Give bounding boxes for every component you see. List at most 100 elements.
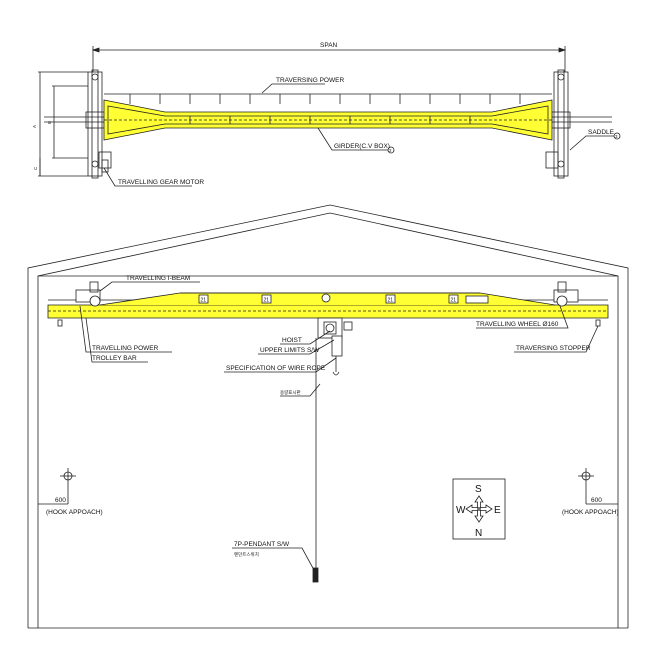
nameplate-leader bbox=[280, 383, 321, 397]
compass-arrows bbox=[465, 495, 493, 523]
girder-mark-box-4 bbox=[448, 294, 459, 304]
left-end-bracket bbox=[89, 281, 99, 293]
girder-box-inner bbox=[107, 105, 549, 135]
compass: S N W E bbox=[452, 478, 506, 540]
saddle-ref-number: 3 bbox=[615, 134, 618, 139]
trolley-bar-leader bbox=[85, 317, 148, 363]
travelling-power-label: TRAVELLING POWER bbox=[92, 345, 159, 352]
right-saddle bbox=[553, 71, 569, 177]
trolley-bar-label: TROLLEY BAR bbox=[92, 355, 137, 362]
pendant-label: 7P-PENDANT S/W bbox=[234, 541, 290, 548]
dim-b-label: B bbox=[47, 121, 52, 124]
compass-arrow-up bbox=[474, 495, 484, 509]
hook-right-value: 600 bbox=[591, 497, 602, 504]
girder-stiffeners bbox=[189, 116, 471, 124]
left-travel-wheel bbox=[89, 295, 101, 307]
hook-left-value: 600 bbox=[55, 497, 66, 504]
left-saddle-block bbox=[85, 111, 105, 129]
compass-north: N bbox=[475, 528, 482, 539]
girder-box bbox=[103, 99, 553, 141]
top-view bbox=[38, 46, 621, 187]
span-arrows bbox=[91, 47, 567, 53]
wheel-leader bbox=[476, 305, 569, 329]
left-wheel-top bbox=[91, 73, 99, 81]
pendant-switch bbox=[312, 567, 319, 583]
girder-nameplate bbox=[465, 295, 489, 304]
hoist-body bbox=[317, 317, 343, 339]
girder-leader bbox=[317, 127, 388, 151]
dim-a-label: A bbox=[32, 125, 37, 128]
right-wheel-top bbox=[557, 73, 565, 81]
left-wheel-bottom bbox=[91, 160, 99, 168]
compass-arrow-left bbox=[465, 504, 479, 514]
hoist-drum bbox=[323, 321, 337, 335]
hoist-drum-circle bbox=[325, 323, 335, 333]
traversing-power-leader bbox=[261, 83, 325, 94]
compass-west: W bbox=[456, 505, 466, 516]
hook-left-label: (HOOK APPOACH) bbox=[46, 509, 103, 516]
girder-mark-box-1 bbox=[198, 294, 209, 304]
capacity-plate-note: 용량표시판 bbox=[280, 389, 301, 395]
right-travel-wheel bbox=[556, 295, 568, 307]
girder-ref-number: 2 bbox=[389, 148, 392, 153]
left-stopper bbox=[57, 319, 63, 327]
compass-arrow-right bbox=[479, 504, 493, 514]
compass-arrow-down bbox=[474, 509, 484, 523]
right-stopper bbox=[595, 319, 601, 327]
travelling-ibeam-label: TRAVELLING I-BEAM bbox=[126, 275, 190, 282]
girder-ref-circle bbox=[387, 146, 395, 154]
girder-mark-1: 21 bbox=[201, 298, 207, 304]
ibeam-leader bbox=[99, 281, 200, 292]
hoist-control-box bbox=[343, 321, 353, 331]
right-gear-motor bbox=[545, 151, 559, 169]
girder-label: GIRDER(C.V BOX) bbox=[334, 143, 390, 150]
pendant-leader bbox=[232, 547, 315, 571]
building-inner-outline bbox=[37, 212, 619, 628]
saddle-leader bbox=[569, 135, 614, 151]
traversing-power-label: TRAVERSING POWER bbox=[276, 77, 344, 84]
left-gear-motor bbox=[98, 151, 112, 169]
upper-limits-label: UPPER LIMITS S/W bbox=[260, 347, 320, 354]
gear-motor-leader bbox=[103, 167, 192, 187]
right-saddle-block bbox=[551, 111, 571, 129]
saddle-label: SADDLE bbox=[588, 129, 615, 136]
right-saddle-inner bbox=[557, 69, 565, 179]
hoist-leader bbox=[280, 330, 331, 345]
right-wheel-bottom bbox=[557, 160, 565, 168]
front-view bbox=[27, 204, 629, 629]
compass-frame bbox=[452, 478, 506, 540]
stopper-leader bbox=[514, 325, 599, 353]
saddle-ref-circle bbox=[613, 132, 621, 140]
girder-mark-box-3 bbox=[385, 294, 396, 304]
travelling-power-leader bbox=[79, 305, 172, 353]
girder-mark-4: 21 bbox=[451, 298, 457, 304]
power-rail-posts bbox=[129, 94, 521, 104]
compass-east: E bbox=[494, 505, 501, 516]
dim-c-label: C bbox=[33, 166, 38, 170]
girder-center-mark bbox=[321, 293, 331, 303]
hoist-motor bbox=[331, 335, 343, 357]
building-outline bbox=[27, 204, 629, 628]
left-saddle-inner bbox=[91, 69, 99, 179]
left-saddle bbox=[87, 71, 103, 177]
hook bbox=[332, 371, 340, 376]
wire-rope-spec-label: SPECIFICATION OF WIRE ROPE bbox=[226, 365, 326, 372]
hook-right-label: (HOOK APPOACH) bbox=[562, 509, 619, 516]
wire-rope-leader bbox=[224, 357, 337, 373]
front-girder bbox=[47, 304, 609, 319]
top-view-labels: SPAN TRAVERSING POWER GIRDER(C.V BOX) 2 … bbox=[32, 42, 618, 186]
upper-limits-leader bbox=[258, 339, 335, 355]
left-gear-motor-body bbox=[101, 159, 109, 173]
traversing-stopper-label: TRAVERSING STOPPER bbox=[516, 345, 591, 352]
travelling-wheel-label: TRAVELLING WHEEL Ø160 bbox=[476, 321, 559, 328]
girder-mark-2: 21 bbox=[264, 298, 270, 304]
travelling-gear-motor-label: TRAVELLING GEAR MOTOR bbox=[118, 179, 204, 186]
girder-mark-3: 21 bbox=[388, 298, 394, 304]
compass-south: S bbox=[475, 484, 482, 495]
pendant-note: 펜던트스위치 bbox=[234, 551, 259, 558]
right-end-bracket bbox=[557, 281, 567, 293]
front-view-labels: TRAVELLING I-BEAM TRAVELLING POWER TROLL… bbox=[46, 275, 619, 558]
span-label: SPAN bbox=[320, 42, 338, 49]
hoist-label: HOIST bbox=[282, 337, 302, 344]
